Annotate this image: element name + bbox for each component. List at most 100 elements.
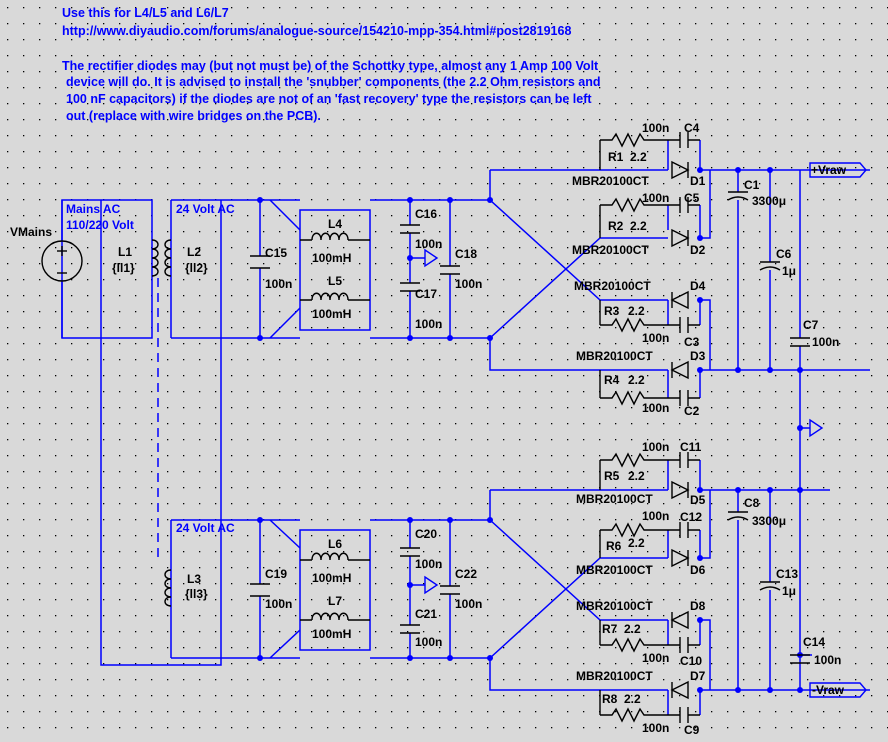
note-url: http://www.diyaudio.com/forums/analogue-… — [62, 24, 571, 38]
choke-L5-icon — [300, 292, 370, 301]
diode-D1-icon — [671, 160, 690, 180]
note-line-3: The rectifier diodes may (but not must b… — [62, 59, 599, 73]
label-C17: C17 — [415, 287, 437, 301]
label-C16: C16 — [415, 207, 437, 221]
value-L2: {ll2} — [185, 261, 208, 275]
ground-symbol-lower-icon — [424, 575, 439, 595]
label-C5: C5 — [684, 191, 700, 205]
value-C22: 100n — [455, 597, 482, 611]
label-C2: C2 — [684, 404, 700, 418]
value-L3: {ll3} — [185, 587, 208, 601]
label-R8: R8 — [602, 692, 618, 706]
component-symbols — [41, 132, 867, 723]
label-C13: C13 — [776, 567, 798, 581]
source-label: VMains — [10, 225, 52, 239]
model-D4: MBR20100CT — [574, 279, 651, 293]
ac-source-icon — [41, 240, 83, 282]
label-R5: R5 — [604, 469, 620, 483]
diode-D7-icon — [670, 680, 689, 700]
value-C5: 100n — [642, 191, 669, 205]
diode-D8-icon — [670, 610, 689, 630]
value-C16: 100n — [415, 237, 442, 251]
label-L2: L2 — [187, 245, 201, 259]
diode-D3-icon — [670, 360, 689, 380]
value-R4: 2.2 — [628, 373, 645, 387]
label-C21: C21 — [415, 607, 437, 621]
value-L4: 100mH — [312, 251, 351, 265]
cap-C7-icon — [790, 337, 810, 347]
secondary-upper-label: 24 Volt AC — [176, 202, 235, 216]
label-L5: L5 — [328, 274, 342, 288]
label-R1: R1 — [608, 150, 624, 164]
value-R8: 2.2 — [624, 692, 641, 706]
label-C1: C1 — [744, 178, 760, 192]
label-C18: C18 — [455, 247, 477, 261]
choke-L4-icon — [300, 232, 370, 241]
value-C18: 100n — [455, 277, 482, 291]
note-line-6: out (replace with wire bridges on the PC… — [66, 109, 321, 123]
label-C19: C19 — [265, 567, 287, 581]
note-line-1: Use this for L4/L5 and L6/L7 — [62, 6, 229, 20]
label-C4: C4 — [684, 121, 700, 135]
label-L3: L3 — [187, 572, 201, 586]
value-L7: 100mH — [312, 627, 351, 641]
value-C14: 100n — [814, 653, 841, 667]
value-L1: {ll1} — [112, 261, 135, 275]
value-C21: 100n — [415, 635, 442, 649]
label-C7: C7 — [803, 318, 819, 332]
cap-C8-icon — [727, 511, 749, 521]
value-R7: 2.2 — [624, 622, 641, 636]
value-C3: 100n — [642, 331, 669, 345]
value-R3: 2.2 — [628, 304, 645, 318]
value-R6: 2.2 — [628, 536, 645, 550]
value-C20: 100n — [415, 557, 442, 571]
label-D8: D8 — [690, 599, 706, 613]
value-C1: 3300μ — [752, 194, 786, 208]
junctions — [257, 167, 803, 693]
label-R2: R2 — [608, 219, 624, 233]
choke-L6-icon — [300, 552, 370, 561]
value-L5: 100mH — [312, 307, 351, 321]
model-D2: MBR20100CT — [572, 243, 649, 257]
label-D7: D7 — [690, 669, 706, 683]
label-L6: L6 — [328, 537, 342, 551]
label-D2: D2 — [690, 243, 706, 257]
label-C10: C10 — [680, 654, 702, 668]
value-R1: 2.2 — [630, 150, 647, 164]
label-C15: C15 — [265, 246, 287, 260]
value-C7: 100n — [812, 335, 839, 349]
label-C6: C6 — [776, 247, 792, 261]
model-D3: MBR20100CT — [576, 349, 653, 363]
label-C3: C3 — [684, 335, 700, 349]
label-D5: D5 — [690, 493, 706, 507]
value-R2: 2.2 — [630, 219, 647, 233]
label-D3: D3 — [690, 349, 706, 363]
neg-rail-flag-icon — [809, 682, 867, 698]
label-R6: R6 — [606, 539, 622, 553]
label-D1: D1 — [690, 174, 706, 188]
cap-C13-icon — [759, 581, 781, 591]
pos-rail-flag-icon — [809, 162, 867, 178]
value-C15: 100n — [265, 277, 292, 291]
value-L6: 100mH — [312, 571, 351, 585]
label-C22: C22 — [455, 567, 477, 581]
value-C2: 100n — [642, 401, 669, 415]
primary-label-1: Mains AC — [66, 202, 121, 216]
value-C11: 100n — [642, 440, 669, 454]
value-C10: 100n — [642, 651, 669, 665]
neg-rail-label: -Vraw — [812, 683, 845, 697]
label-C14: C14 — [803, 635, 825, 649]
note-line-4: device will do. It is advised to install… — [66, 75, 601, 89]
diode-D4-icon — [670, 290, 689, 310]
header-notes: Use this for L4/L5 and L6/L7 http://www.… — [62, 6, 601, 123]
label-C9: C9 — [684, 723, 700, 737]
value-C6: 1μ — [782, 264, 796, 278]
value-C9: 100n — [642, 721, 669, 735]
cap-C14-icon — [790, 654, 810, 664]
model-D6: MBR20100CT — [576, 563, 653, 577]
label-L4: L4 — [328, 217, 342, 231]
label-R4: R4 — [604, 373, 620, 387]
pos-rail-label: +Vraw — [811, 163, 847, 177]
